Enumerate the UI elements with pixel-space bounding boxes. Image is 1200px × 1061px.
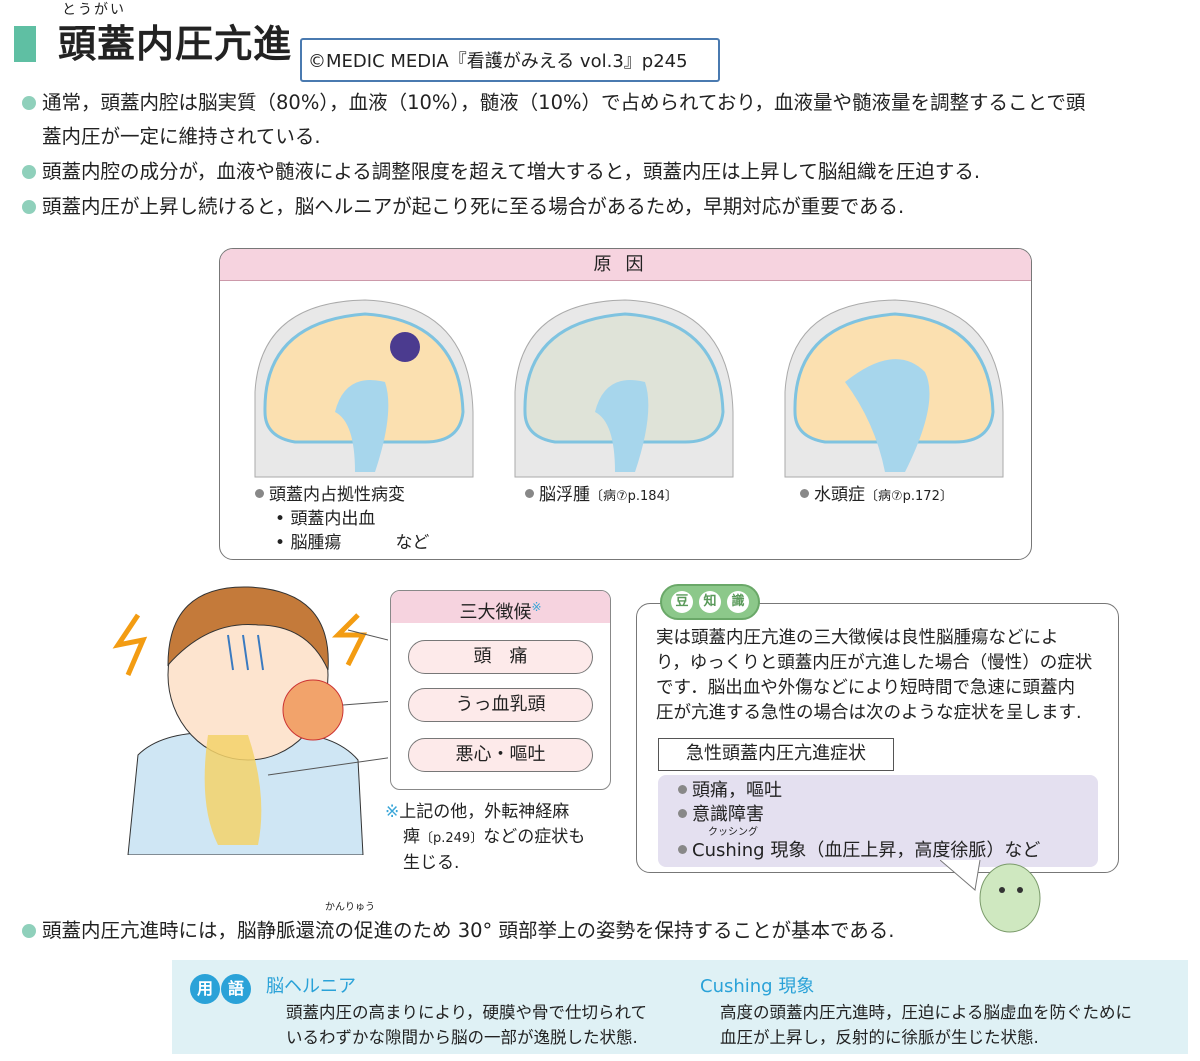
- glossary-badge: 用 語: [190, 974, 251, 1004]
- bullet-text: 頭蓋内腔の成分が，血液や髄液による調整限度を超えて増大すると，頭蓋内圧は上昇して…: [42, 160, 981, 183]
- bullet-dot-icon: [22, 200, 36, 214]
- title-marker: [14, 26, 36, 62]
- badge-char: 知: [699, 591, 721, 613]
- cushing-ruby: クッシング: [708, 827, 758, 838]
- symptom-papilledema: うっ血乳頭: [408, 688, 593, 722]
- badge-char: 語: [221, 974, 251, 1004]
- bean-mascot-icon: [940, 860, 1041, 933]
- causes-panel: 原因: [219, 248, 1032, 560]
- glossary-panel: 用 語 脳ヘルニア 頭蓋内圧の高まりにより，硬膜や骨で仕切られて いるわずかな隙…: [172, 960, 1188, 1054]
- badge-char: 用: [190, 974, 220, 1004]
- acute-item: 意識障害: [692, 804, 764, 825]
- trivia-text: 実は頭蓋内圧亢進の三大徴候は良性脳腫瘍などによ り，ゆっくりと頭蓋内圧が亢進した…: [656, 626, 1111, 726]
- bullet-dot-icon: [678, 785, 687, 794]
- title-ruby: とうがい: [62, 2, 126, 18]
- trivia-line: です．脳出血や外傷などにより短時間で急速に頭蓋内: [656, 678, 1075, 698]
- cause-etc: など: [395, 533, 430, 553]
- trivia-badge: 豆知識: [660, 584, 760, 620]
- cause-label: 脳浮腫: [539, 485, 590, 505]
- cause-mass-lesion: 頭蓋内占拠性病変 • 頭蓋内出血 • 脳腫瘍など: [255, 483, 429, 555]
- cause-hydrocephalus: 水頭症〔病⑦p.172〕: [800, 483, 953, 509]
- bullet-dot-icon: [22, 96, 36, 110]
- credit-box: ©MEDIC MEDIA『看護がみえる vol.3』p245: [300, 38, 720, 82]
- badge-char: 識: [727, 591, 749, 613]
- page-title: 頭蓋内圧亢進: [58, 22, 293, 66]
- cause-sub: 頭蓋内出血: [290, 509, 376, 529]
- cause-label: 水頭症: [814, 485, 865, 505]
- triad-title: 三大徴候※: [391, 591, 610, 623]
- bullet-dot-icon: [255, 489, 264, 498]
- cause-edema: 脳浮腫〔病⑦p.184〕: [525, 483, 678, 509]
- bullet-1: 通常，頭蓋内腔は脳実質（80%），血液（10%），髄液（10%）で占められており…: [22, 86, 1182, 120]
- cause-ref: 〔病⑦p.172〕: [865, 489, 953, 504]
- note-mark: ※: [385, 802, 400, 822]
- glossary-term-herniation: 脳ヘルニア 頭蓋内圧の高まりにより，硬膜や骨で仕切られて いるわずかな隙間から脳…: [266, 972, 647, 1050]
- note-text: 痺: [403, 827, 420, 847]
- term-title: Cushing 現象: [700, 976, 815, 997]
- acute-item: 頭痛，嘔吐: [692, 780, 782, 801]
- bullet-dot-icon: [678, 845, 687, 854]
- symptom-headache: 頭 痛: [408, 640, 593, 674]
- term-desc: いるわずかな隙間から脳の一部が逸脱した状態.: [286, 1028, 638, 1047]
- acute-list: 頭痛，嘔吐 意識障害 クッシング Cushing 現象（血圧上昇，高度徐脈）など: [658, 775, 1098, 867]
- causes-title: 原因: [220, 249, 1031, 281]
- bullet-text: 通常，頭蓋内腔は脳実質（80%），血液（10%），髄液（10%）で占められており…: [42, 91, 1086, 114]
- trivia-panel: [636, 603, 1119, 873]
- note-text: 上記の他，外転神経麻: [399, 802, 570, 822]
- bullet-text: 頭蓋内圧が上昇し続けると，脳ヘルニアが起こり死に至る場合があるため，早期対応が重…: [42, 195, 905, 218]
- term-desc: 高度の頭蓋内圧亢進時，圧迫による脳虚血を防ぐために: [720, 1003, 1133, 1022]
- bullet-1-cont: 蓋内圧が一定に維持されている.: [42, 125, 321, 148]
- bullet-2: 頭蓋内腔の成分が，血液や髄液による調整限度を超えて増大すると，頭蓋内圧は上昇して…: [22, 155, 1182, 189]
- bullet-dot-icon: [22, 924, 36, 938]
- trivia-line: り，ゆっくりと頭蓋内圧が亢進した場合（慢性）の症状: [656, 653, 1093, 673]
- note-text: などの症状も: [483, 827, 586, 847]
- term-title: 脳ヘルニア: [266, 976, 356, 997]
- term-desc: 頭蓋内圧の高まりにより，硬膜や骨で仕切られて: [286, 1003, 648, 1022]
- acute-title: 急性頭蓋内圧亢進症状: [658, 738, 894, 771]
- bullet-text: 頭蓋内圧亢進時には，脳静脈還流の促進のため 30° 頭部挙上の姿勢を保持すること…: [42, 919, 895, 942]
- bullet-dot-icon: [525, 489, 534, 498]
- acute-item: Cushing 現象（血圧上昇，高度徐脈）など: [692, 840, 1041, 861]
- triad-note: ※上記の他，外転神経麻 痺〔p.249〕などの症状も 生じる.: [385, 800, 615, 876]
- bullet-3: 頭蓋内圧が上昇し続けると，脳ヘルニアが起こり死に至る場合があるため，早期対応が重…: [22, 190, 1182, 224]
- triad-title-text: 三大徴候: [459, 602, 532, 623]
- bullet-dot-icon: [22, 165, 36, 179]
- cause-ref: 〔病⑦p.184〕: [590, 489, 678, 504]
- trivia-line: 圧が亢進する急性の場合は次のような症状を呈します.: [656, 703, 1082, 723]
- triad-panel: 三大徴候※: [390, 590, 611, 790]
- cause-sub: 脳腫瘍: [290, 533, 342, 553]
- symptom-nausea: 悪心・嘔吐: [408, 738, 593, 772]
- cause-label: 頭蓋内占拠性病変: [269, 485, 405, 505]
- bottom-ruby: かんりゅう: [325, 902, 375, 913]
- note-text: 生じる.: [403, 853, 460, 873]
- bottom-bullet: 頭蓋内圧亢進時には，脳静脈還流の促進のため 30° 頭部挙上の姿勢を保持すること…: [22, 916, 1182, 946]
- trivia-line: 実は頭蓋内圧亢進の三大徴候は良性脳腫瘍などによ: [656, 628, 1059, 648]
- glossary-term-cushing: Cushing 現象 高度の頭蓋内圧亢進時，圧迫による脳虚血を防ぐために 血圧が…: [700, 972, 1132, 1050]
- brain-edema-illustration: [514, 299, 734, 478]
- bullet-dot-icon: [678, 809, 687, 818]
- patient-headache-illustration: [112, 586, 388, 855]
- brain-mass-lesion-illustration: [254, 299, 474, 478]
- term-desc: 血圧が上昇し，反射的に徐脈が生じた状態.: [720, 1028, 1039, 1047]
- note-ref: 〔p.249〕: [420, 831, 484, 846]
- bullet-dot-icon: [800, 489, 809, 498]
- brain-hydrocephalus-illustration: [784, 299, 1004, 478]
- triad-mark: ※: [531, 600, 542, 614]
- badge-char: 豆: [671, 591, 693, 613]
